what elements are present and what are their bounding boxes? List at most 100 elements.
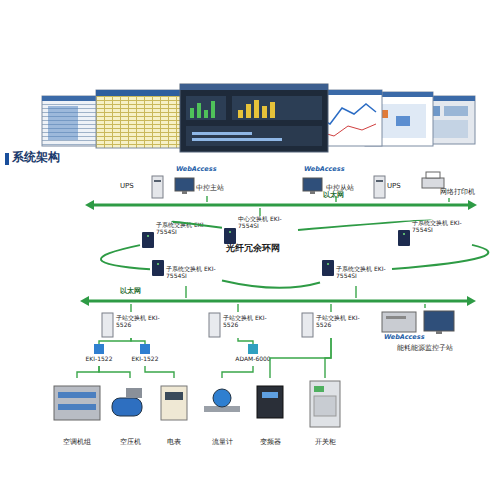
industrial-pc-icon-part	[386, 316, 406, 319]
module-icon-part	[94, 344, 104, 354]
switch-icon-part	[229, 231, 231, 233]
chiller-icon	[54, 386, 100, 420]
bus-arrow	[85, 202, 477, 208]
ring-switch: 子系统交换机 EKI-7554SI	[150, 258, 222, 286]
ups-tower-part	[374, 176, 385, 198]
industrial-pc-icon-part	[382, 312, 416, 332]
field-device: 电表	[156, 378, 192, 448]
meter-icon	[161, 386, 187, 420]
switch-icon-part	[157, 263, 159, 265]
network-link	[237, 304, 238, 312]
node-label: 能耗能源监控子站	[378, 345, 472, 352]
bus-line	[86, 300, 470, 303]
screenshot-window-part	[232, 96, 322, 120]
network-link	[130, 304, 131, 312]
node-label: 子站交换机 EKI-5526	[316, 315, 362, 329]
industrial-pc-icon	[382, 311, 454, 334]
monitor-icon	[175, 178, 322, 194]
node-label: EKI-1522	[78, 356, 120, 363]
ups-unit: UPS	[120, 176, 166, 198]
inverter-icon-part	[257, 386, 283, 418]
compressor-icon-part	[112, 398, 142, 416]
network-link	[270, 338, 331, 378]
ups-tower-part	[154, 180, 161, 182]
module-icon-part	[248, 344, 258, 354]
network-printer: 网络打印机	[420, 170, 478, 198]
ring-switch: 子系统交换机 EKI-7554SI	[140, 222, 208, 254]
logo-text: WebAccess	[304, 166, 345, 173]
field-device: 空调机组	[50, 378, 104, 448]
switch-icon-part	[147, 235, 149, 237]
node-label: 子站交换机 EKI-5526	[116, 315, 162, 329]
bus-arrowhead	[467, 296, 476, 306]
node-label: 子系统交换机 EKI-7554SI	[412, 220, 470, 234]
screenshot-window-part	[186, 96, 226, 120]
printer-icon	[422, 172, 444, 188]
screenshot-window-part	[180, 84, 328, 152]
network-link	[448, 198, 449, 202]
ups-unit: UPS	[372, 176, 414, 198]
meter-icon-part	[161, 386, 187, 420]
ups-tower	[152, 176, 385, 198]
node-label: 以太网	[120, 288, 160, 295]
network-link	[325, 338, 331, 378]
node-label: EKI-1522	[124, 356, 166, 363]
bus-arrowhead	[85, 200, 94, 210]
industrial-pc-icon-part	[424, 311, 454, 331]
network-link	[77, 366, 99, 378]
screenshot-window-part	[96, 90, 186, 96]
field-device: 开关柜	[302, 378, 348, 448]
switch-icon-part	[142, 232, 154, 248]
screenshot-window-part	[262, 106, 267, 118]
screenshot-window	[180, 84, 328, 152]
node-label: 子系统交换机 EKI-7554SI	[156, 222, 206, 236]
cabinet-icon-part	[209, 313, 220, 337]
cabinet-icon-part	[102, 313, 113, 337]
printer-icon-part	[422, 178, 444, 188]
substation-switch: 子站交换机 EKI-5526	[300, 312, 362, 338]
io-module: EKI-1522	[124, 344, 166, 366]
node-label: 变频器	[250, 438, 290, 446]
printer-icon-part	[426, 172, 440, 178]
node-label: 中控从站	[326, 184, 372, 192]
switchgear-icon	[310, 381, 340, 427]
network-link	[99, 366, 130, 378]
screenshot-window-part	[190, 108, 194, 118]
node-label: 子系统交换机 EKI-7554SI	[166, 266, 222, 280]
cabinet-icon	[102, 313, 313, 337]
monitor-icon-part	[310, 191, 315, 194]
bus-arrow	[80, 298, 476, 304]
node-label: UPS	[387, 182, 414, 190]
ring-switch: 子系统交换机 EKI-7554SI	[396, 220, 472, 252]
node-label: 流量计	[200, 438, 244, 446]
substation-switch: 子站交换机 EKI-5526	[100, 312, 162, 338]
diagram-title: 系统架构	[12, 151, 60, 164]
network-link	[185, 286, 186, 298]
screenshot-window-part	[211, 101, 215, 118]
ethernet-bus: 以太网	[85, 202, 477, 208]
field-device: 变频器	[250, 378, 290, 448]
chiller-icon-part	[58, 404, 96, 410]
ups-tower-part	[376, 180, 383, 182]
node-label: 空调机组	[50, 438, 104, 446]
chiller-icon-part	[54, 386, 100, 420]
node-label: 以太网	[323, 192, 363, 199]
monitor-substation: 能耗能源监控子站	[378, 308, 472, 354]
node-label: 子系统交换机 EKI-7554SI	[336, 266, 392, 280]
screenshot-window-part	[96, 90, 186, 148]
ethernet-bus: 以太网	[80, 298, 476, 304]
flowmeter-icon	[204, 389, 240, 412]
network-link	[145, 366, 174, 378]
switch-icon-part	[224, 228, 236, 244]
field-device: 空压机	[108, 378, 152, 448]
switchgear-icon-part	[314, 396, 336, 416]
screenshot-window-part	[180, 84, 328, 90]
ring-switch: 子系统交换机 EKI-7554SI	[320, 258, 392, 286]
fiber-ring-link	[392, 245, 488, 269]
network-link	[259, 208, 260, 216]
switch-icon-part	[322, 260, 334, 276]
screenshot-window-part	[192, 132, 252, 135]
network-link	[131, 338, 145, 344]
